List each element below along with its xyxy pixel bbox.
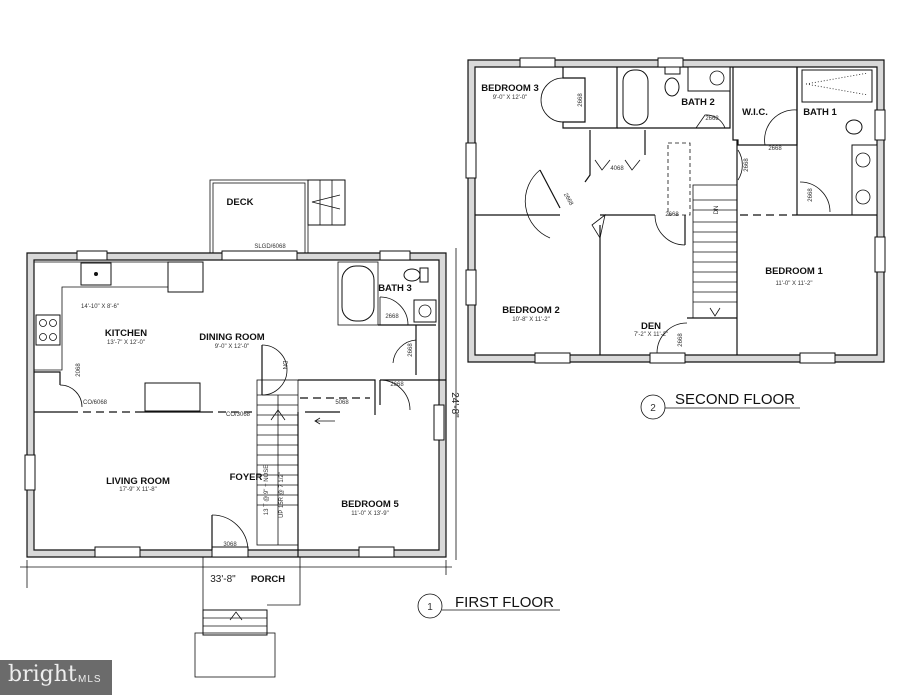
porch: PORCH [194,557,301,678]
sink-icon [413,299,437,323]
room-label-bedroom-2: BEDROOM 2 [502,305,560,316]
stair-note: UP 15R @ 7 1/2" [279,472,285,518]
room-size: 13'-7" X 12'-0" [107,340,145,346]
door-code: 2668 [385,314,399,320]
room-size: 17'-9" X 11'-8" [119,487,156,493]
drawing-number: 1 [427,602,433,613]
room-label-porch: PORCH [251,574,285,585]
window [94,546,141,558]
stair-label: DN [714,206,720,215]
room-label-wic: W.I.C. [742,107,768,118]
door-code: 3068 [223,542,237,548]
door-code: 2668 [678,333,684,347]
room-size: 10'-8" X 11'-2" [512,317,549,323]
sink-icon [855,189,871,205]
window [379,250,411,261]
window [534,352,571,364]
first-floor-stairs: DN 13 T @ 9" + NOSE UP 15R @ 7 1/2" [256,344,299,546]
room-size: 11'-0" X 11'-2" [775,281,812,287]
second-floor-title: SECOND FLOOR [675,391,795,408]
second-floor-plan: 2668 2668 4068 W.I.C. 2668 2668 2668 BAT… [465,57,886,420]
window [433,404,445,441]
second-floor-stairs: DN [667,142,738,319]
front-door [211,546,249,558]
watermark-suffix: MLS [78,674,102,685]
room-label-bedroom-1: BEDROOM 1 [765,266,823,277]
toilet-icon [403,268,421,282]
toilet-icon [664,77,680,97]
room-label-bath-2: BATH 2 [681,97,715,108]
bathtub-icon [622,69,649,126]
door-code: CO/3068 [226,412,251,418]
range-icon [35,314,61,346]
door-code: 2668 [808,188,814,202]
double-vanity [851,144,878,216]
room-label-bedroom-5: BEDROOM 5 [341,499,399,510]
door-code: 2668 [665,212,679,218]
window [24,454,36,491]
drawing-number: 2 [650,403,656,414]
first-floor-plan: DECK SLGD/6068 2068 CO/6068 CO/3068 [20,179,560,678]
deck: DECK SLGD/6068 [209,179,346,254]
room-label-bath-1: BATH 1 [803,107,837,118]
stair-label: DN [281,361,287,370]
shower-icon [801,69,873,103]
second-floor-exterior-wall [467,59,885,363]
first-floor-title: FIRST FLOOR [455,594,554,611]
window [799,352,836,364]
door-code: 5068 [335,400,349,406]
window [649,352,686,364]
window [358,546,395,558]
window [465,269,477,306]
window [657,57,684,68]
sink-icon [687,66,731,92]
door-code: 2668 [744,158,750,172]
sink-icon [855,152,871,168]
room-size: 9'-0" X 12'-0" [215,344,250,350]
room-label-bath-3: BATH 3 [378,283,412,294]
door-code: 4068 [610,166,624,172]
sliding-door [221,250,298,261]
door-code: 2668 [562,192,574,207]
door-code: 2668 [705,116,719,122]
door-code: 2668 [578,93,584,107]
room-label-living-room: LIVING ROOM [106,476,170,487]
bathtub-icon [341,265,375,322]
room-label-foyer: FOYER [230,472,263,483]
door-code: 2668 [768,146,782,152]
room-size: 11'-0" X 13'-9" [351,511,388,517]
room-size: 14'-10" X 8'-6" [81,304,119,310]
room-size: 9'-0" X 12'-0" [493,95,528,101]
door-code: CO/6068 [83,400,108,406]
stair-note: 13 T @ 9" + NOSE [264,465,270,516]
window [519,57,556,68]
room-label-kitchen: KITCHEN [105,328,147,339]
door-code: 2668 [390,382,404,388]
window [874,236,886,273]
room-label-bedroom-3: BEDROOM 3 [481,83,539,94]
door-code: 2668 [408,343,414,357]
overall-width: 33'-8" [210,574,236,585]
refrigerator-icon [167,261,204,293]
bright-mls-watermark: bright MLS [0,660,112,695]
door-code: SLGD/6068 [254,244,286,250]
watermark-brand: bright [8,662,77,687]
window [76,250,108,261]
overall-depth: 24'-8" [449,392,460,418]
room-label-dining-room: DINING ROOM [199,332,265,343]
kitchen-island [144,382,201,412]
window [874,109,886,141]
drawing-number-circle [417,593,443,619]
room-size: 7'-2" X 11'-2" [634,332,668,338]
drawing-number-circle [640,394,666,420]
porch-steps [202,609,268,636]
room-label-den: DEN [641,321,661,332]
door-code: 2068 [76,363,82,377]
window [465,142,477,179]
deck-label: DECK [227,197,254,208]
toilet-icon [845,119,863,135]
